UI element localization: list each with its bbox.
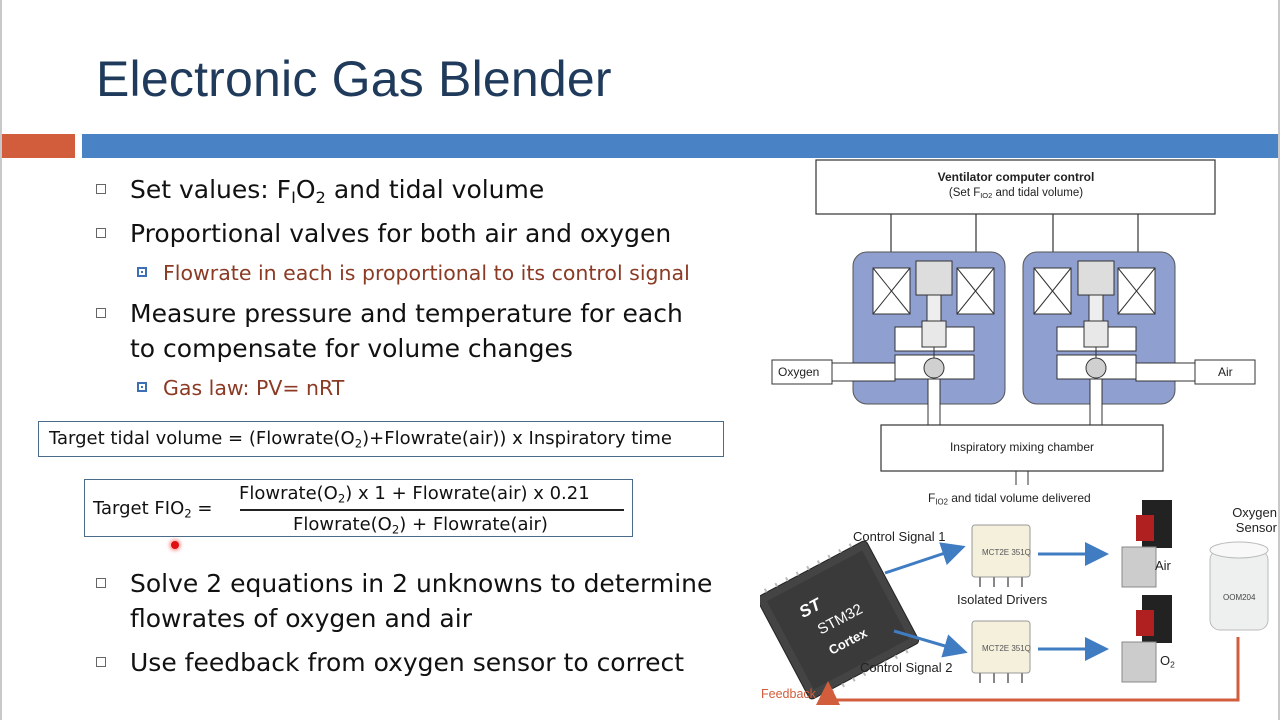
delivered-label: FIO2 and tidal volume delivered <box>928 491 1091 507</box>
control-signal-2-label: Control Signal 2 <box>860 660 953 675</box>
air-solenoid-valve <box>1121 500 1172 588</box>
accent-bar-blue <box>82 134 1278 158</box>
mixing-chamber-label: Inspiratory mixing chamber <box>949 440 1095 454</box>
svg-text:OOM204: OOM204 <box>1223 593 1256 602</box>
equation-tidal-volume: Target tidal volume = (Flowrate(O2)+Flow… <box>38 421 724 457</box>
mixing-chamber <box>880 424 1164 472</box>
bullet-measure-pressure-cont: to compensate for volume changes <box>130 334 573 363</box>
bullet-solve-equations-cont: flowrates of oxygen and air <box>130 604 472 633</box>
control-subtitle: (Set FIO2 and tidal volume) <box>948 187 1084 201</box>
feedback-path <box>816 637 1240 705</box>
diagram-graphics: ST STM32 Cortex MCT2E 351Q <box>760 159 1269 705</box>
oxygen-inlet-label: Oxygen <box>778 365 820 379</box>
equation-numerator: Flowrate(O2) x 1 + Flowrate(air) x 0.21 <box>239 483 590 506</box>
equation-denominator: Flowrate(O2) + Flowrate(air) <box>293 514 548 537</box>
chamber-outlet <box>1015 471 1029 485</box>
bullet-proportional-valves: Proportional valves for both air and oxy… <box>96 217 671 251</box>
air-valve-internals <box>1033 260 1156 380</box>
control-box <box>815 159 1216 215</box>
bullet-square-icon <box>96 308 106 318</box>
equation-target-fio2: Target FIO2 = Flowrate(O2) x 1 + Flowrat… <box>84 479 633 537</box>
oxygen-sensor: OOM204 <box>1209 541 1269 631</box>
stm32-chip: ST STM32 Cortex <box>760 540 920 700</box>
subbullet-flowrate: Flowrate in each is proportional to its … <box>137 259 690 287</box>
svg-text:MCT2E 351Q: MCT2E 351Q <box>982 644 1031 653</box>
equation-lhs: Target FIO2 = <box>93 498 213 521</box>
air-inlet-label: Air <box>1218 365 1233 379</box>
signal-arrows <box>884 542 1109 661</box>
bullet-square-icon <box>96 578 106 588</box>
accent-bar-orange <box>2 134 75 158</box>
feedback-label: Feedback <box>761 687 816 701</box>
bullet-square-icon <box>96 184 106 194</box>
isolated-drivers-label: Isolated Drivers <box>957 592 1048 607</box>
fraction-bar <box>240 509 624 511</box>
isolated-driver-1: MCT2E 351Q <box>971 524 1031 587</box>
subbullet-gas-law: Gas law: PV= nRT <box>137 374 344 402</box>
subbullet-square-icon <box>137 267 147 277</box>
bullet-square-icon <box>96 657 106 667</box>
isolated-driver-2: MCT2E 351Q <box>971 620 1031 683</box>
bullet-square-icon <box>96 228 106 238</box>
slide-title: Electronic Gas Blender <box>96 51 612 107</box>
subbullet-square-icon <box>137 382 147 392</box>
laser-pointer-dot <box>171 541 179 549</box>
svg-text:MCT2E 351Q: MCT2E 351Q <box>982 548 1031 557</box>
control-title: Ventilator computer control <box>937 170 1095 184</box>
bullet-solve-equations: Solve 2 equations in 2 unknowns to deter… <box>96 567 712 601</box>
gas-blender-diagram: ST STM32 Cortex MCT2E 351Q <box>760 155 1280 720</box>
o2-valve-label: O2 <box>1160 653 1175 670</box>
air-valve-label: Air <box>1155 558 1171 573</box>
bullet-measure-pressure: Measure pressure and temperature for eac… <box>96 297 683 331</box>
oxygen-valve-internals <box>872 260 995 380</box>
bullet-set-values: Set values: FIO2 and tidal volume <box>96 173 544 207</box>
inlet-pipes <box>771 359 1256 385</box>
bullet-feedback: Use feedback from oxygen sensor to corre… <box>96 646 684 680</box>
o2-solenoid-valve <box>1121 595 1172 683</box>
outlet-pipes <box>927 378 1103 428</box>
control-signal-1-label: Control Signal 1 <box>853 529 946 544</box>
